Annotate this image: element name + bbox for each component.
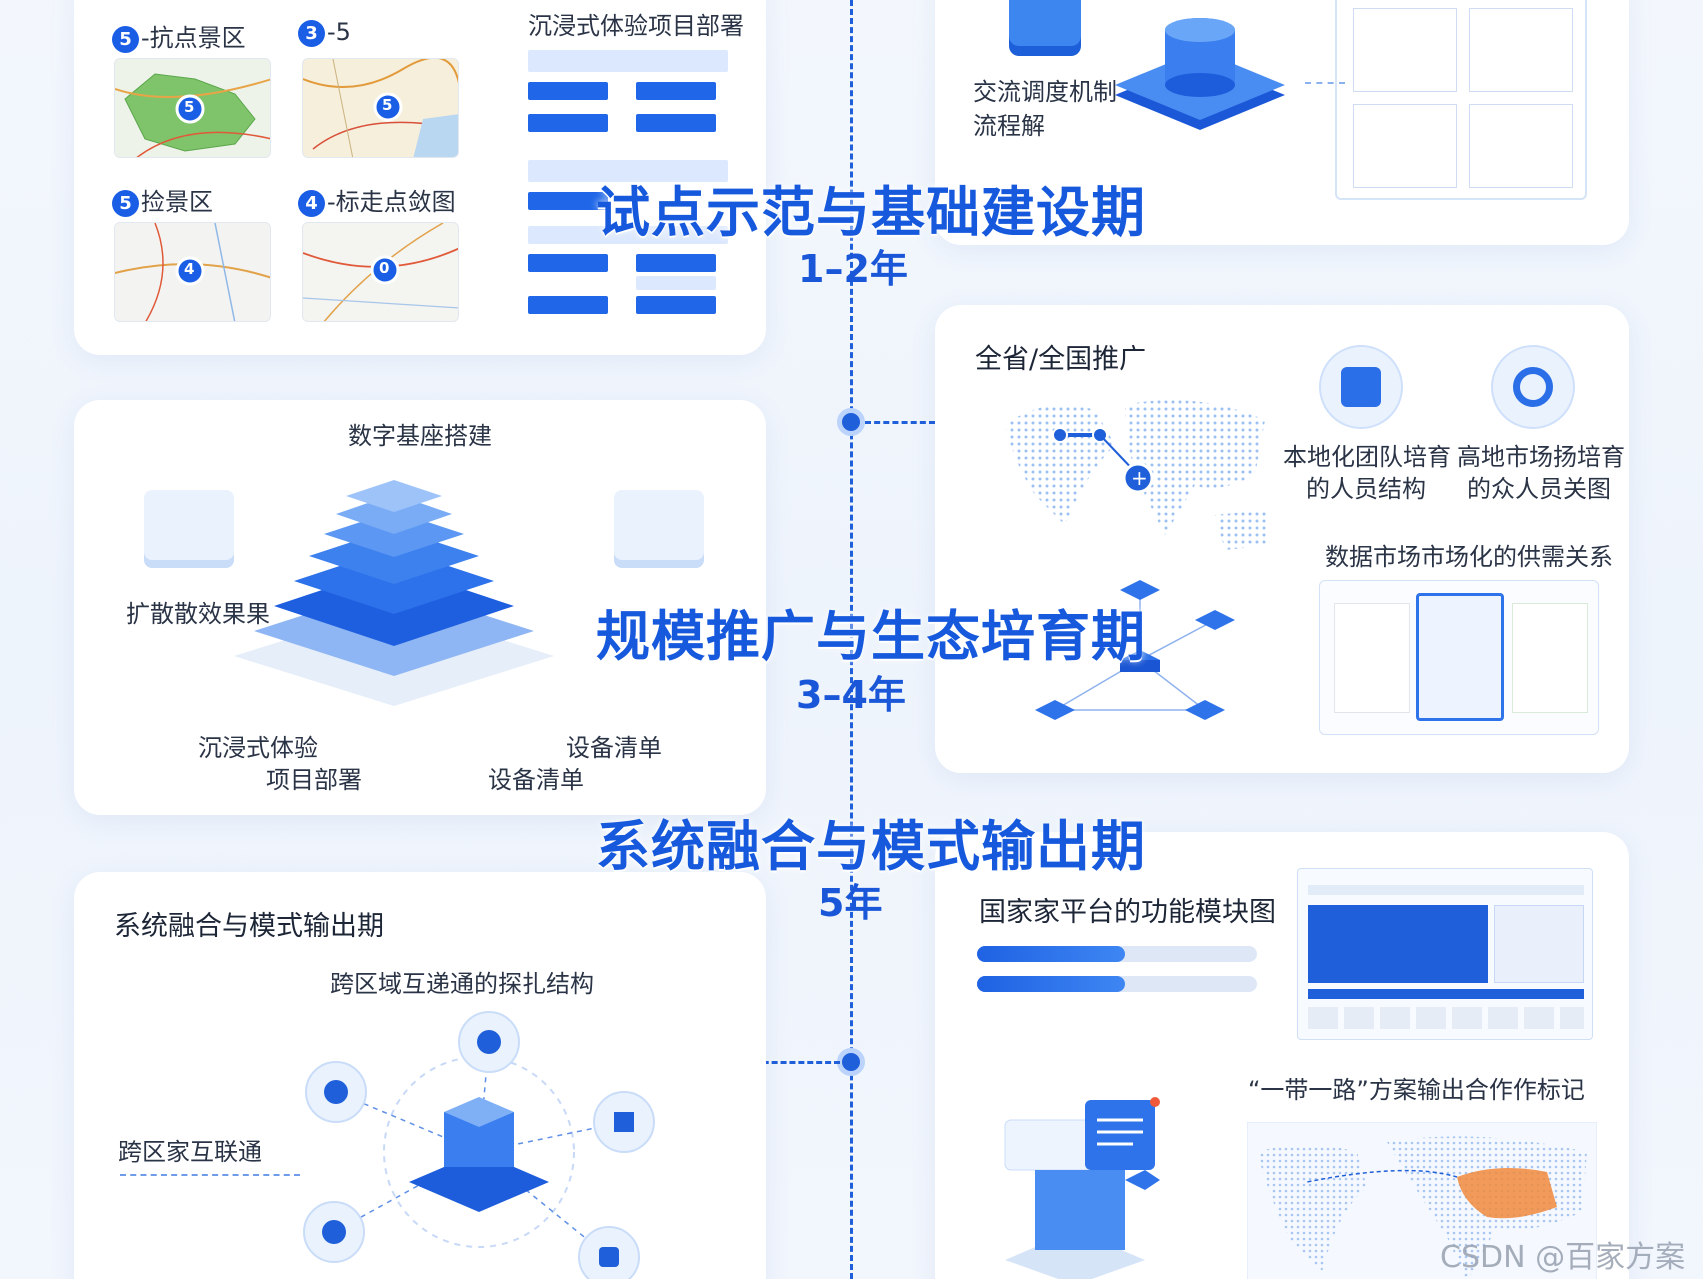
market-icon: [1491, 345, 1575, 429]
card-national-platform: 国家家平台的功能模块图 “一带一路”方案输出合作作标记: [935, 832, 1629, 1279]
exchange-label-line1: 交流调度机制: [973, 78, 1117, 106]
phase-2-title: 规模推广与生态培育期: [596, 605, 1146, 668]
card-cross-region: 系统融合与模式输出期 跨区域互递通的探扎结构 跨区家互联通: [74, 872, 766, 1279]
platform-progress-bar-2: [977, 976, 1257, 992]
immersive-label-line2: 项目部署: [266, 766, 362, 794]
card-digital-foundation: 数字基座搭建 扩散散效果果 沉浸式体验 项目部署 设备清单 设备清单: [74, 400, 766, 815]
card-nationwide-promotion: 全省/全国推广 + 本地化团队培育 的人员结构 高地市场扬培育 的众人员关图 数…: [935, 305, 1629, 773]
market-label-line1: 高地市场扬培育: [1457, 443, 1625, 471]
map-label-1: 5-抗点景区: [112, 18, 246, 53]
world-map-icon: +: [1005, 400, 1270, 550]
map-image: [303, 59, 458, 157]
dashboard-preview[interactable]: [1297, 868, 1593, 1040]
bar-chart-icon: [144, 490, 234, 560]
timeline-dot-phase-3: [837, 1048, 865, 1076]
market-label-line2: 的众人员关图: [1467, 475, 1611, 503]
card-exchange-mechanism: 交流调度机制 流程解: [935, 0, 1629, 245]
map-marker: 0: [379, 259, 390, 277]
number-badge: 4: [298, 189, 325, 217]
map-label-2: 3-5: [298, 18, 351, 47]
immersive-label-line1: 沉浸式体验: [198, 734, 318, 762]
phase-2-years: 3–4年: [796, 673, 906, 717]
map-image: [303, 223, 458, 321]
timeline-line: [850, 0, 853, 1279]
hub-network-icon: [303, 1011, 655, 1279]
exchange-label-line2: 流程解: [973, 112, 1045, 140]
supply-demand-panel: [1319, 580, 1599, 735]
svg-text:+: +: [1131, 466, 1148, 490]
flow-chart: [528, 50, 728, 314]
number-badge: 5: [112, 25, 139, 53]
map-marker: 5: [382, 96, 393, 114]
phase-1-years: 1–2年: [798, 247, 908, 291]
timeline-dot-phase-2: [837, 408, 865, 436]
progress-fill: [977, 946, 1126, 962]
map-marker: 5: [184, 98, 195, 116]
platform-title: 国家家平台的功能模块图: [979, 897, 1276, 928]
flow-chart-title: 沉浸式体验项目部署: [528, 12, 744, 40]
map-image: [115, 223, 270, 321]
map-tile-1[interactable]: 5: [114, 58, 271, 158]
equipment-list-label-2: 设备清单: [488, 766, 584, 794]
map-image: [115, 73, 270, 157]
org-diagram: [1335, 0, 1587, 200]
map-tile-4[interactable]: 0: [302, 222, 459, 322]
map-label-4: 4-标走点敛图: [298, 182, 456, 217]
map-tile-3[interactable]: 4: [114, 222, 271, 322]
bar-chart-icon: [614, 490, 704, 560]
cross-region-subtitle: 跨区域互递通的探扎结构: [330, 970, 594, 998]
belt-road-title: “一带一路”方案输出合作作标记: [1248, 1076, 1585, 1104]
watermark: CSDN @百家方案: [1440, 1240, 1686, 1275]
connector-dashed: [120, 1174, 300, 1176]
promotion-title: 全省/全国推广: [975, 344, 1147, 375]
phase-3-title: 系统融合与模式输出期: [596, 815, 1146, 878]
system-fusion-title: 系统融合与模式输出期: [114, 911, 384, 942]
team-icon: [1319, 345, 1403, 429]
platform-progress-bar-1: [977, 946, 1257, 962]
phase-1-title: 试点示范与基础建设期: [596, 181, 1146, 244]
team-label-line2: 的人员结构: [1306, 475, 1426, 503]
spread-effect-label: 扩散散效果果: [126, 600, 270, 628]
number-badge: 3: [298, 19, 325, 47]
network-nodes-icon: [1035, 580, 1235, 720]
phase-3-years: 5年: [818, 881, 883, 925]
database-icon: [1115, 18, 1285, 130]
progress-fill: [977, 976, 1126, 992]
connector-arrow: [1305, 82, 1345, 84]
supply-demand-title: 数据市场市场化的供需关系: [1325, 543, 1613, 571]
number-badge: 5: [112, 189, 139, 217]
digital-foundation-title: 数字基座搭建: [348, 422, 492, 450]
belt-road-map: [1247, 1122, 1597, 1279]
map-marker: 4: [184, 260, 195, 278]
map-tile-2[interactable]: 5: [302, 58, 459, 158]
team-label-line1: 本地化团队培育: [1283, 443, 1451, 471]
layer-stack-icon: [234, 480, 554, 706]
document-stack-icon: [1004, 1097, 1160, 1279]
timeline-connector: [865, 421, 935, 424]
equipment-list-label-1: 设备清单: [566, 734, 662, 762]
cross-region-label: 跨区家互联通: [118, 1138, 262, 1166]
building-icon: [1009, 0, 1081, 46]
